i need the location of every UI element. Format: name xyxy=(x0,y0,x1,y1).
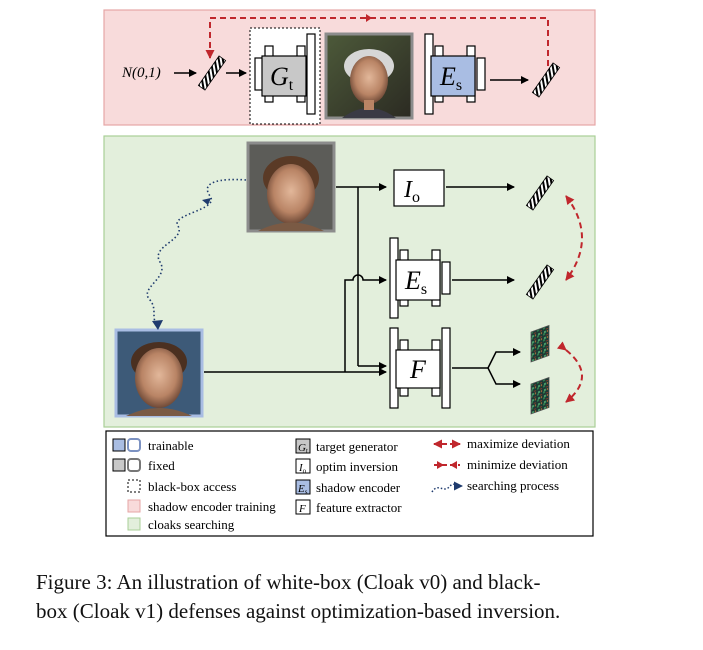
legend-cloaks-searching: cloaks searching xyxy=(148,517,235,532)
optim-inversion-label: Io xyxy=(403,177,420,206)
cloaked-face-image xyxy=(114,328,204,418)
optim-inversion-block xyxy=(393,169,445,207)
bottom-shadow-encoder-block xyxy=(395,259,441,301)
svg-text:F: F xyxy=(298,503,306,515)
legend-trainable: trainable xyxy=(148,438,194,453)
legend-box xyxy=(105,430,594,537)
feature-map-cloaked xyxy=(530,376,550,415)
trainable-solid-swatch xyxy=(112,438,126,452)
legend-inversion-icon xyxy=(295,458,311,474)
legend-encoder-icon xyxy=(295,479,311,495)
feature-extractor-label: F xyxy=(409,355,427,384)
trainable-outline-swatch xyxy=(127,438,141,452)
bottom-shadow-encoder-label: Es xyxy=(404,266,427,298)
svg-text:Gt: Gt xyxy=(298,442,308,455)
generator-block xyxy=(261,55,307,97)
legend-fixed: fixed xyxy=(148,458,175,473)
caption-line-2: box (Cloak v1) defenses against optimiza… xyxy=(36,599,561,623)
feature-extractor-block xyxy=(395,349,441,389)
generated-face-image xyxy=(324,32,414,120)
top-feedback-arrow xyxy=(205,17,549,66)
svg-text:Io: Io xyxy=(298,462,307,475)
legend-minimize: minimize deviation xyxy=(467,457,568,472)
legend-shadow-training: shadow encoder training xyxy=(148,499,276,514)
cloaks-searching-swatch xyxy=(127,517,141,531)
legend-maximize: maximize deviation xyxy=(467,436,570,451)
legend-searching: searching process xyxy=(467,478,559,493)
legend-feature-extractor: feature extractor xyxy=(316,500,402,515)
latent-vector-icon xyxy=(197,55,227,91)
legend-generator-icon xyxy=(295,438,311,454)
original-face-image xyxy=(246,141,336,233)
maximize-deviation-arrow xyxy=(565,195,583,281)
noise-label: N(0,1) xyxy=(121,65,161,81)
legend-black-box: black-box access xyxy=(148,479,236,494)
minimize-deviation-arrow xyxy=(556,341,583,403)
caption-line-1: Figure 3: An illustration of white-box (… xyxy=(36,570,541,594)
shadow-encoder-block xyxy=(430,55,476,97)
fixed-outline-swatch xyxy=(127,458,141,472)
fixed-solid-swatch xyxy=(112,458,126,472)
legend-target-generator: target generator xyxy=(316,439,398,454)
legend-shadow-encoder: shadow encoder xyxy=(316,480,401,495)
generator-label: Gt xyxy=(270,62,294,94)
figure-caption: Figure 3: An illustration of white-box (… xyxy=(36,568,676,626)
legend-feature-icon xyxy=(295,499,311,515)
encoded-latent-icon xyxy=(525,264,555,300)
feature-map-original xyxy=(530,324,550,363)
inverted-latent-icon xyxy=(525,175,555,211)
legend-optim-inversion: optim inversion xyxy=(316,459,398,474)
searching-process-path xyxy=(146,178,247,327)
shadow-training-swatch xyxy=(127,499,141,513)
black-box-swatch xyxy=(127,479,141,493)
predicted-latent-icon xyxy=(531,62,561,98)
shadow-encoder-label: Es xyxy=(439,62,462,94)
svg-text:Es: Es xyxy=(297,483,308,496)
